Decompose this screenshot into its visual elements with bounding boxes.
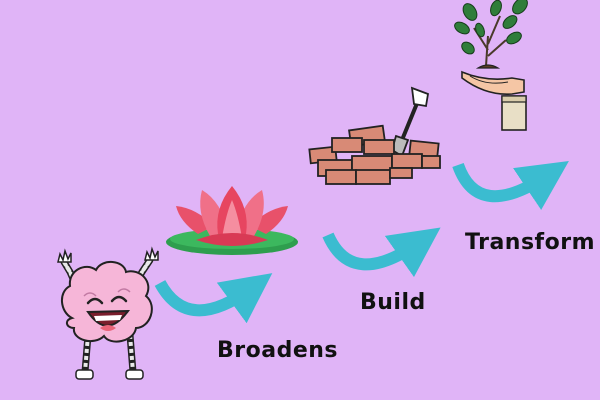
arrow-build — [322, 227, 441, 278]
lotus-icon — [166, 186, 298, 255]
step-label-broadens: Broadens — [217, 338, 339, 363]
arrow-transform — [452, 160, 569, 210]
bricks-and-shovel-icon — [308, 86, 441, 185]
step-label-build: Build — [360, 290, 426, 315]
happy-brain-icon — [57, 246, 159, 380]
arrow-broadens — [154, 273, 273, 324]
seedling-in-hand-icon — [454, 0, 528, 131]
step-label-transform: Transform — [465, 230, 596, 255]
